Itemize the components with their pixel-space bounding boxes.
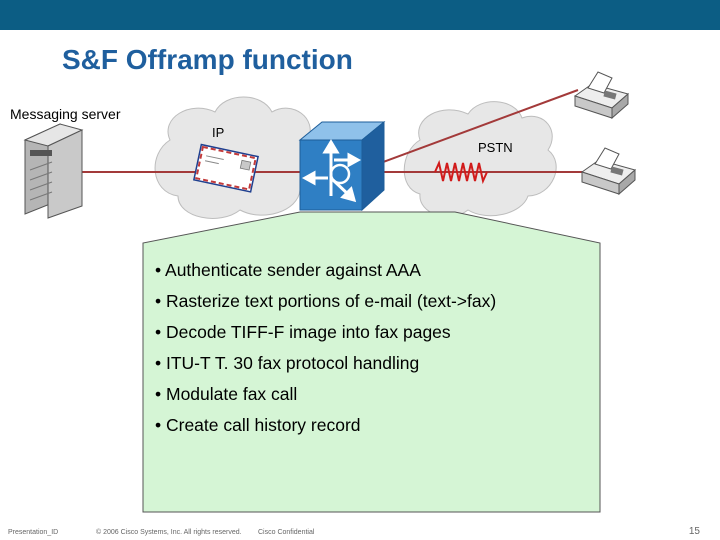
- fax-machine-icon: [580, 147, 637, 196]
- bullet-item: • Decode TIFF-F image into fax pages: [155, 322, 451, 342]
- callout-box: [142, 211, 601, 513]
- pstn-cloud: [403, 101, 557, 218]
- link-router-fax1: [374, 89, 579, 166]
- email-envelope-icon: [192, 143, 259, 193]
- footer-presentation-id: Presentation_ID: [8, 529, 59, 536]
- ip-cloud-label: IP: [212, 125, 225, 140]
- footer-copyright: © 2006 Cisco Systems, Inc. All rights re…: [96, 529, 242, 536]
- server-label: Messaging server: [10, 106, 121, 122]
- bullet-item: • Authenticate sender against AAA: [155, 260, 421, 280]
- top-banner: [0, 0, 720, 30]
- fax-machine-icon: [573, 71, 630, 120]
- page-number: 15: [688, 526, 700, 537]
- bullet-item: • Create call history record: [155, 415, 361, 435]
- modem-signal-icon: [434, 159, 488, 185]
- bullet-item: • Rasterize text portions of e-mail (tex…: [155, 291, 497, 311]
- pstn-cloud-label: PSTN: [478, 140, 513, 155]
- slide-title: S&F Offramp function: [62, 44, 353, 75]
- router-icon: [298, 120, 386, 212]
- bullet-item: • Modulate fax call: [155, 384, 298, 404]
- footer-confidential: Cisco Confidential: [258, 529, 315, 536]
- bullet-item: • ITU-T T. 30 fax protocol handling: [155, 353, 420, 373]
- server-icon: [23, 123, 84, 219]
